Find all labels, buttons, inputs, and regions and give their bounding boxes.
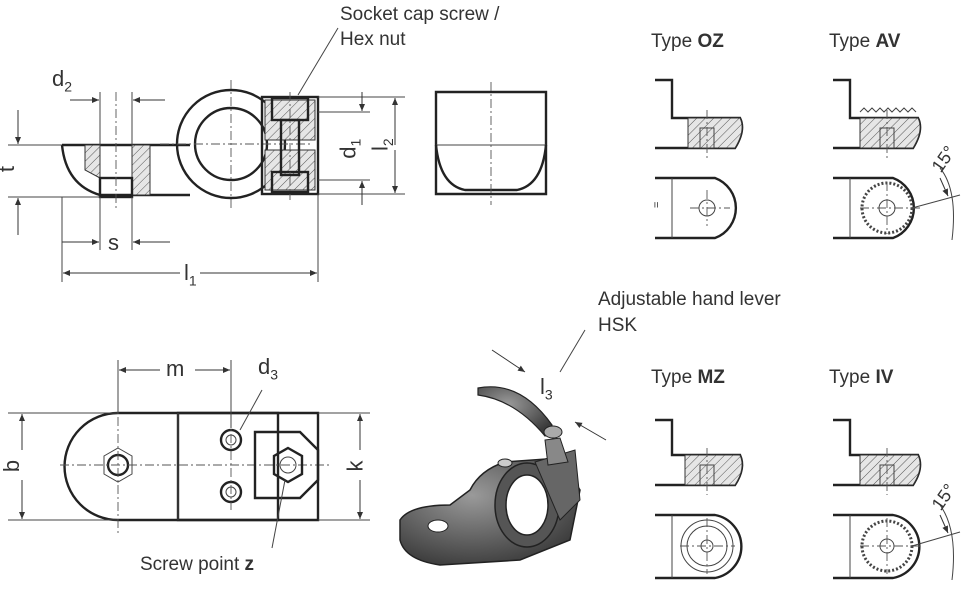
dim-d3: d3 [258,354,279,383]
dim-d2: d2 [52,66,73,95]
dim-k: k [342,460,368,472]
top-view [8,360,370,549]
lever-label: Adjustable hand lever [598,289,781,310]
dim-t: t [0,166,19,172]
dim-l2: l2 [367,138,397,152]
hex-nut-label: Hex nut [340,29,406,50]
dim-l3: l3 [540,374,553,403]
lever-code-label: HSK [598,315,638,336]
type-oz-detail: = [651,78,744,240]
dim-l1: l1 [184,260,197,289]
front-view [434,82,548,205]
type-oz-label: Type OZ [651,31,724,52]
dim-s: s [108,230,119,255]
isometric-view [399,329,607,566]
type-iv-detail [833,418,961,581]
svg-text:=: = [651,202,663,208]
screw-point-label: Screw point z [140,554,255,575]
dim-b: b [0,459,25,473]
type-mz-detail [655,418,744,580]
side-section-view [8,27,405,282]
socket-screw-label: Socket cap screw / [340,4,500,25]
type-av-label: Type AV [829,31,901,52]
dim-m: m [166,356,185,381]
type-av-detail [833,78,961,241]
dim-d1: d1 [335,138,364,159]
type-mz-label: Type MZ [651,367,725,388]
type-iv-label: Type IV [829,367,894,388]
